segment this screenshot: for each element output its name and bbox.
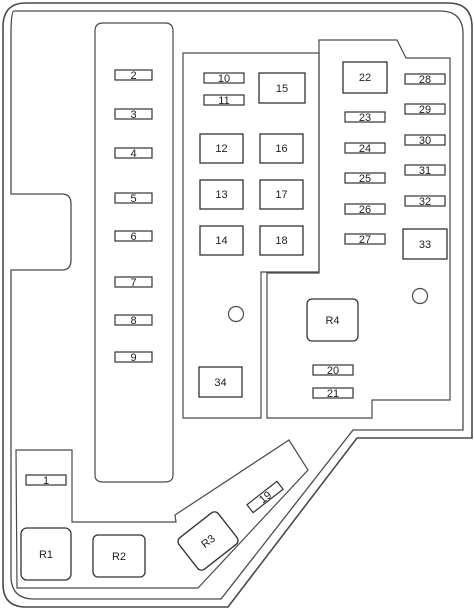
fuse-24: 24	[344, 142, 386, 155]
fuse-label: 21	[327, 388, 339, 400]
fuse-22: 22	[342, 61, 388, 94]
fuse-21: 21	[312, 387, 354, 400]
fuse-label: 20	[327, 365, 339, 377]
fuse-23: 23	[344, 111, 386, 124]
relay-r2: R2	[92, 534, 146, 578]
fuse-10: 10	[203, 72, 245, 85]
fuse-6: 6	[114, 230, 153, 243]
relay-r4: R4	[306, 298, 359, 342]
fuse-label: 11	[218, 95, 229, 107]
fuse-label: 14	[215, 235, 227, 247]
fuse-3: 3	[114, 108, 153, 121]
mounting-hole	[227, 305, 245, 323]
fuse-15: 15	[258, 72, 306, 104]
right-block	[266, 39, 451, 419]
fuse-34: 34	[198, 366, 243, 398]
fuse-label: 8	[130, 315, 136, 327]
fuse-label: 13	[215, 189, 227, 201]
fuse-label: 24	[359, 143, 371, 155]
fuse-2: 2	[114, 69, 153, 82]
fuse-19: 19	[246, 480, 284, 514]
fuse-8: 8	[114, 314, 153, 327]
fuse-label: 10	[218, 73, 230, 85]
fuse-label: R1	[39, 549, 53, 561]
fuse-27: 27	[344, 233, 386, 246]
fuse-label: R2	[112, 551, 126, 563]
fuse-label: 6	[130, 231, 136, 243]
fuse-4: 4	[114, 147, 153, 160]
fuse-20: 20	[312, 364, 354, 377]
mounting-hole	[411, 287, 429, 305]
fuse-label: R4	[325, 315, 339, 327]
fuse-13: 13	[199, 179, 244, 210]
fuse-label: 31	[419, 165, 431, 177]
housing-inner	[10, 10, 464, 600]
fuse-label: 22	[359, 72, 371, 84]
fuse-16: 16	[259, 133, 304, 164]
fuse-label: 4	[130, 148, 136, 160]
fuse-33: 33	[402, 228, 448, 260]
fuse-7: 7	[114, 276, 153, 289]
lower-compartment	[15, 439, 309, 589]
fuse-14: 14	[199, 225, 244, 256]
fuse-29: 29	[404, 103, 446, 116]
fuse-label: 3	[130, 109, 136, 121]
fuse-label: 16	[275, 143, 287, 155]
fuse-label: 29	[419, 104, 431, 116]
fuse-label: 33	[419, 239, 431, 251]
fuse-32: 32	[404, 195, 446, 208]
fuse-label: 5	[130, 193, 136, 205]
fuse-label: 23	[359, 112, 371, 124]
fuse-label: 9	[130, 352, 136, 364]
relay-r3: R3	[177, 511, 239, 571]
fuse-label: 15	[276, 83, 288, 95]
fuse-label: 17	[275, 189, 287, 201]
fuse-1: 1	[25, 474, 67, 487]
fuse-26: 26	[344, 203, 386, 216]
fuse-label: 32	[419, 196, 431, 208]
fuse-11: 11	[203, 94, 245, 107]
fuse-31: 31	[404, 164, 446, 177]
left-fuse-column	[94, 22, 174, 483]
fuse-label: 30	[419, 135, 431, 147]
fuse-18: 18	[259, 225, 304, 256]
fuse-label: 27	[359, 234, 371, 246]
fuse-30: 30	[404, 134, 446, 147]
fuse-label: 2	[130, 70, 136, 82]
fuse-label: 28	[419, 74, 431, 86]
fuse-label: 1	[43, 475, 49, 487]
fuse-label: 12	[215, 143, 227, 155]
fuse-label: 34	[214, 377, 226, 389]
fuse-label: 18	[275, 235, 287, 247]
relay-r1: R1	[20, 527, 72, 581]
fuse-label: 25	[359, 173, 371, 185]
fuse-12: 12	[199, 133, 244, 164]
fuse-28: 28	[404, 73, 446, 86]
fuse-9: 9	[114, 351, 153, 364]
fuse-label: 26	[359, 204, 371, 216]
fuse-5: 5	[114, 192, 153, 205]
fuse-17: 17	[259, 179, 304, 210]
fuse-label: 19	[257, 489, 274, 506]
fuse-label: 7	[130, 277, 136, 289]
fuse-25: 25	[344, 172, 386, 185]
